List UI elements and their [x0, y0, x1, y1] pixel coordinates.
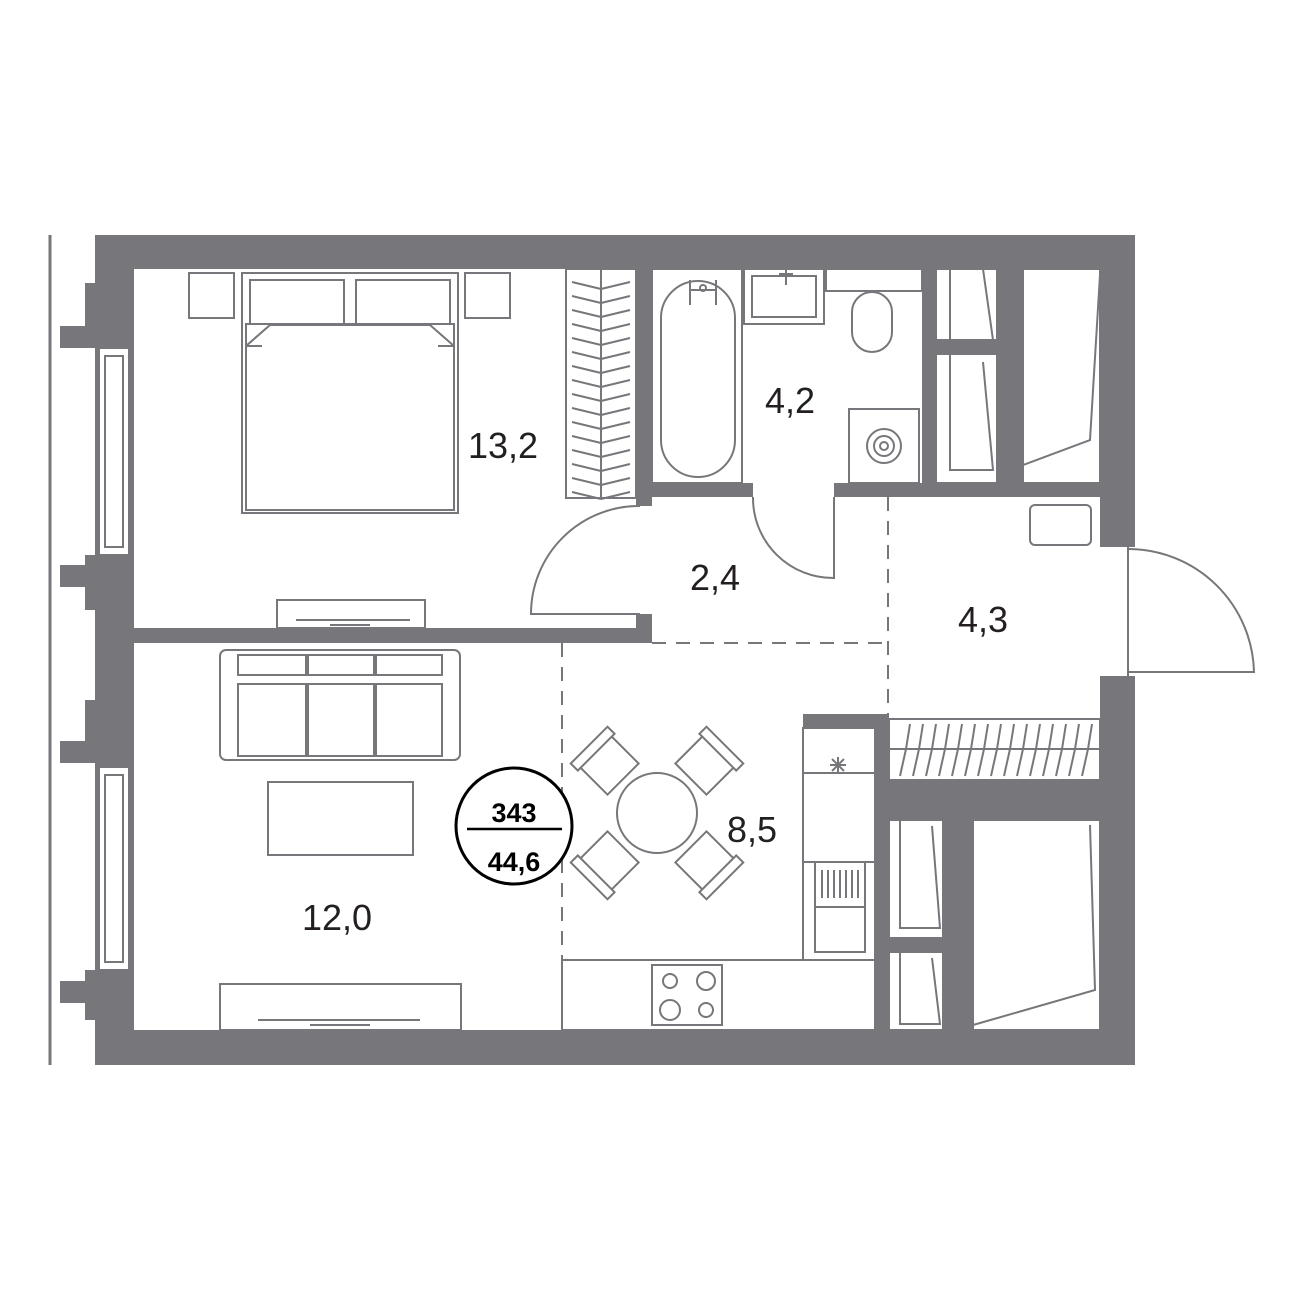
wall-bottom [95, 1030, 1135, 1065]
apartment-total-area: 44,6 [488, 847, 541, 877]
wall-right-lower [1100, 676, 1135, 1065]
area-entrance: 4,3 [958, 599, 1008, 640]
washing-machine [848, 408, 920, 484]
doors [529, 496, 1256, 676]
zone-lines [561, 497, 889, 960]
window-piers [60, 283, 99, 1020]
window-bedroom [98, 347, 130, 556]
interior-walls [134, 269, 1135, 1030]
closets-lower [888, 819, 1101, 1031]
bathtub [651, 268, 743, 484]
toilet [825, 268, 923, 353]
wall-bedroom-living [134, 628, 641, 643]
wardrobe-bedroom [565, 268, 637, 500]
apartment-badge: 343 44,6 [454, 766, 574, 886]
kitchen-column [802, 727, 876, 961]
area-living-room: 12,0 [302, 897, 372, 938]
area-bathroom: 4,2 [765, 380, 815, 421]
wall-top [95, 235, 1135, 269]
apartment-number: 343 [491, 798, 536, 828]
entrance-shelf [1029, 504, 1092, 546]
kitchen-counter [561, 959, 876, 1031]
door-bathroom [751, 496, 835, 580]
sink [743, 268, 825, 325]
tv-bedroom [276, 599, 426, 629]
bed [188, 272, 511, 514]
sofa [219, 649, 461, 761]
window-living [98, 766, 130, 971]
door-entrance [1127, 548, 1256, 673]
area-bedroom: 13,2 [468, 425, 538, 466]
storage-upper [935, 268, 1101, 484]
door-bedroom [529, 504, 641, 615]
wardrobe-entrance [888, 718, 1101, 781]
dining-set [569, 725, 745, 901]
wall-bedroom-bath [636, 269, 652, 506]
tv-living [219, 983, 462, 1031]
outer-walls [95, 235, 1135, 1065]
coffee-table [267, 781, 414, 856]
wall-right-upper [1100, 235, 1135, 547]
area-hall: 2,4 [690, 557, 740, 598]
area-kitchen-dining: 8,5 [727, 809, 777, 850]
